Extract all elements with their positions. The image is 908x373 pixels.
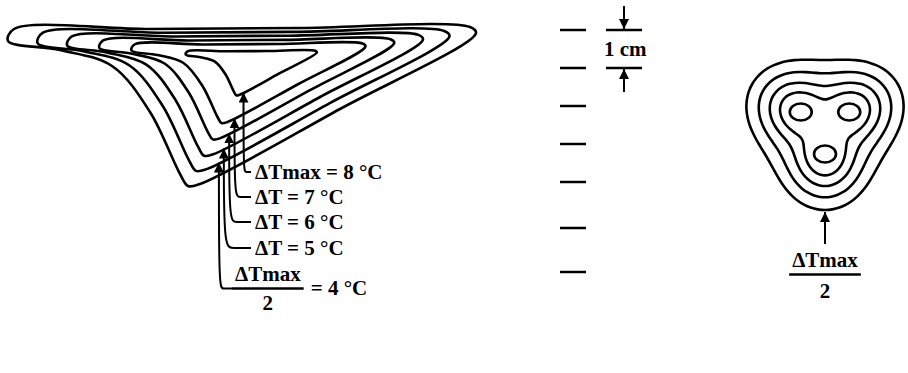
- isotherm-contour: [37, 28, 449, 171]
- leader-line: [224, 149, 251, 248]
- isotherm-label: ΔT = 6 °C: [255, 210, 344, 234]
- leader-line: [235, 118, 252, 197]
- isotherm-contour: [8, 24, 477, 187]
- leader-lines: [219, 93, 861, 289]
- scale-label: 1 cm: [604, 37, 647, 61]
- isotherm-contours: [8, 24, 904, 210]
- scale-tick: [560, 105, 586, 108]
- isotherm-contour: [131, 42, 365, 123]
- hot-spot-contour: [814, 146, 836, 163]
- fraction-bar: [232, 287, 304, 290]
- isotherm-contour: [67, 33, 423, 157]
- isotherm-label: ΔT = 5 °C: [255, 236, 344, 260]
- scale-tick: [560, 271, 586, 274]
- isotherm-contour: [186, 50, 317, 96]
- isotherm-label: = 4 °C: [311, 276, 368, 300]
- leader-line: [244, 93, 251, 172]
- isotherm-label: ΔTmax = 8 °C: [255, 160, 382, 184]
- fraction-denominator: 2: [820, 279, 831, 303]
- isotherm-label: ΔT = 7 °C: [255, 185, 344, 209]
- isotherm-contour: [780, 92, 870, 175]
- leader-line: [219, 163, 232, 289]
- leader-line: [229, 133, 251, 222]
- scale-tick: [560, 29, 586, 32]
- dimension-line: [606, 67, 642, 70]
- isotherm-contour: [746, 60, 903, 210]
- fraction-bar: [789, 273, 861, 276]
- isotherm-contour: [770, 83, 881, 186]
- scale-tick: [560, 227, 586, 230]
- isotherm-contour: [759, 72, 891, 197]
- fraction-denominator: 2: [263, 291, 274, 315]
- isotherm-contour: [99, 37, 394, 139]
- scale-tick: [560, 181, 586, 184]
- scale-tick: [560, 67, 586, 70]
- fraction-numerator: ΔTmax: [792, 248, 858, 272]
- hot-spot-contour: [838, 104, 860, 121]
- dimension-arrow: [623, 6, 625, 29]
- dimension-arrow: [623, 69, 625, 92]
- hot-spot-contour: [790, 104, 812, 121]
- fraction-numerator: ΔTmax: [235, 262, 301, 286]
- dimension-line: [606, 29, 642, 32]
- scale-tick: [560, 143, 586, 146]
- leader-line: [824, 212, 826, 244]
